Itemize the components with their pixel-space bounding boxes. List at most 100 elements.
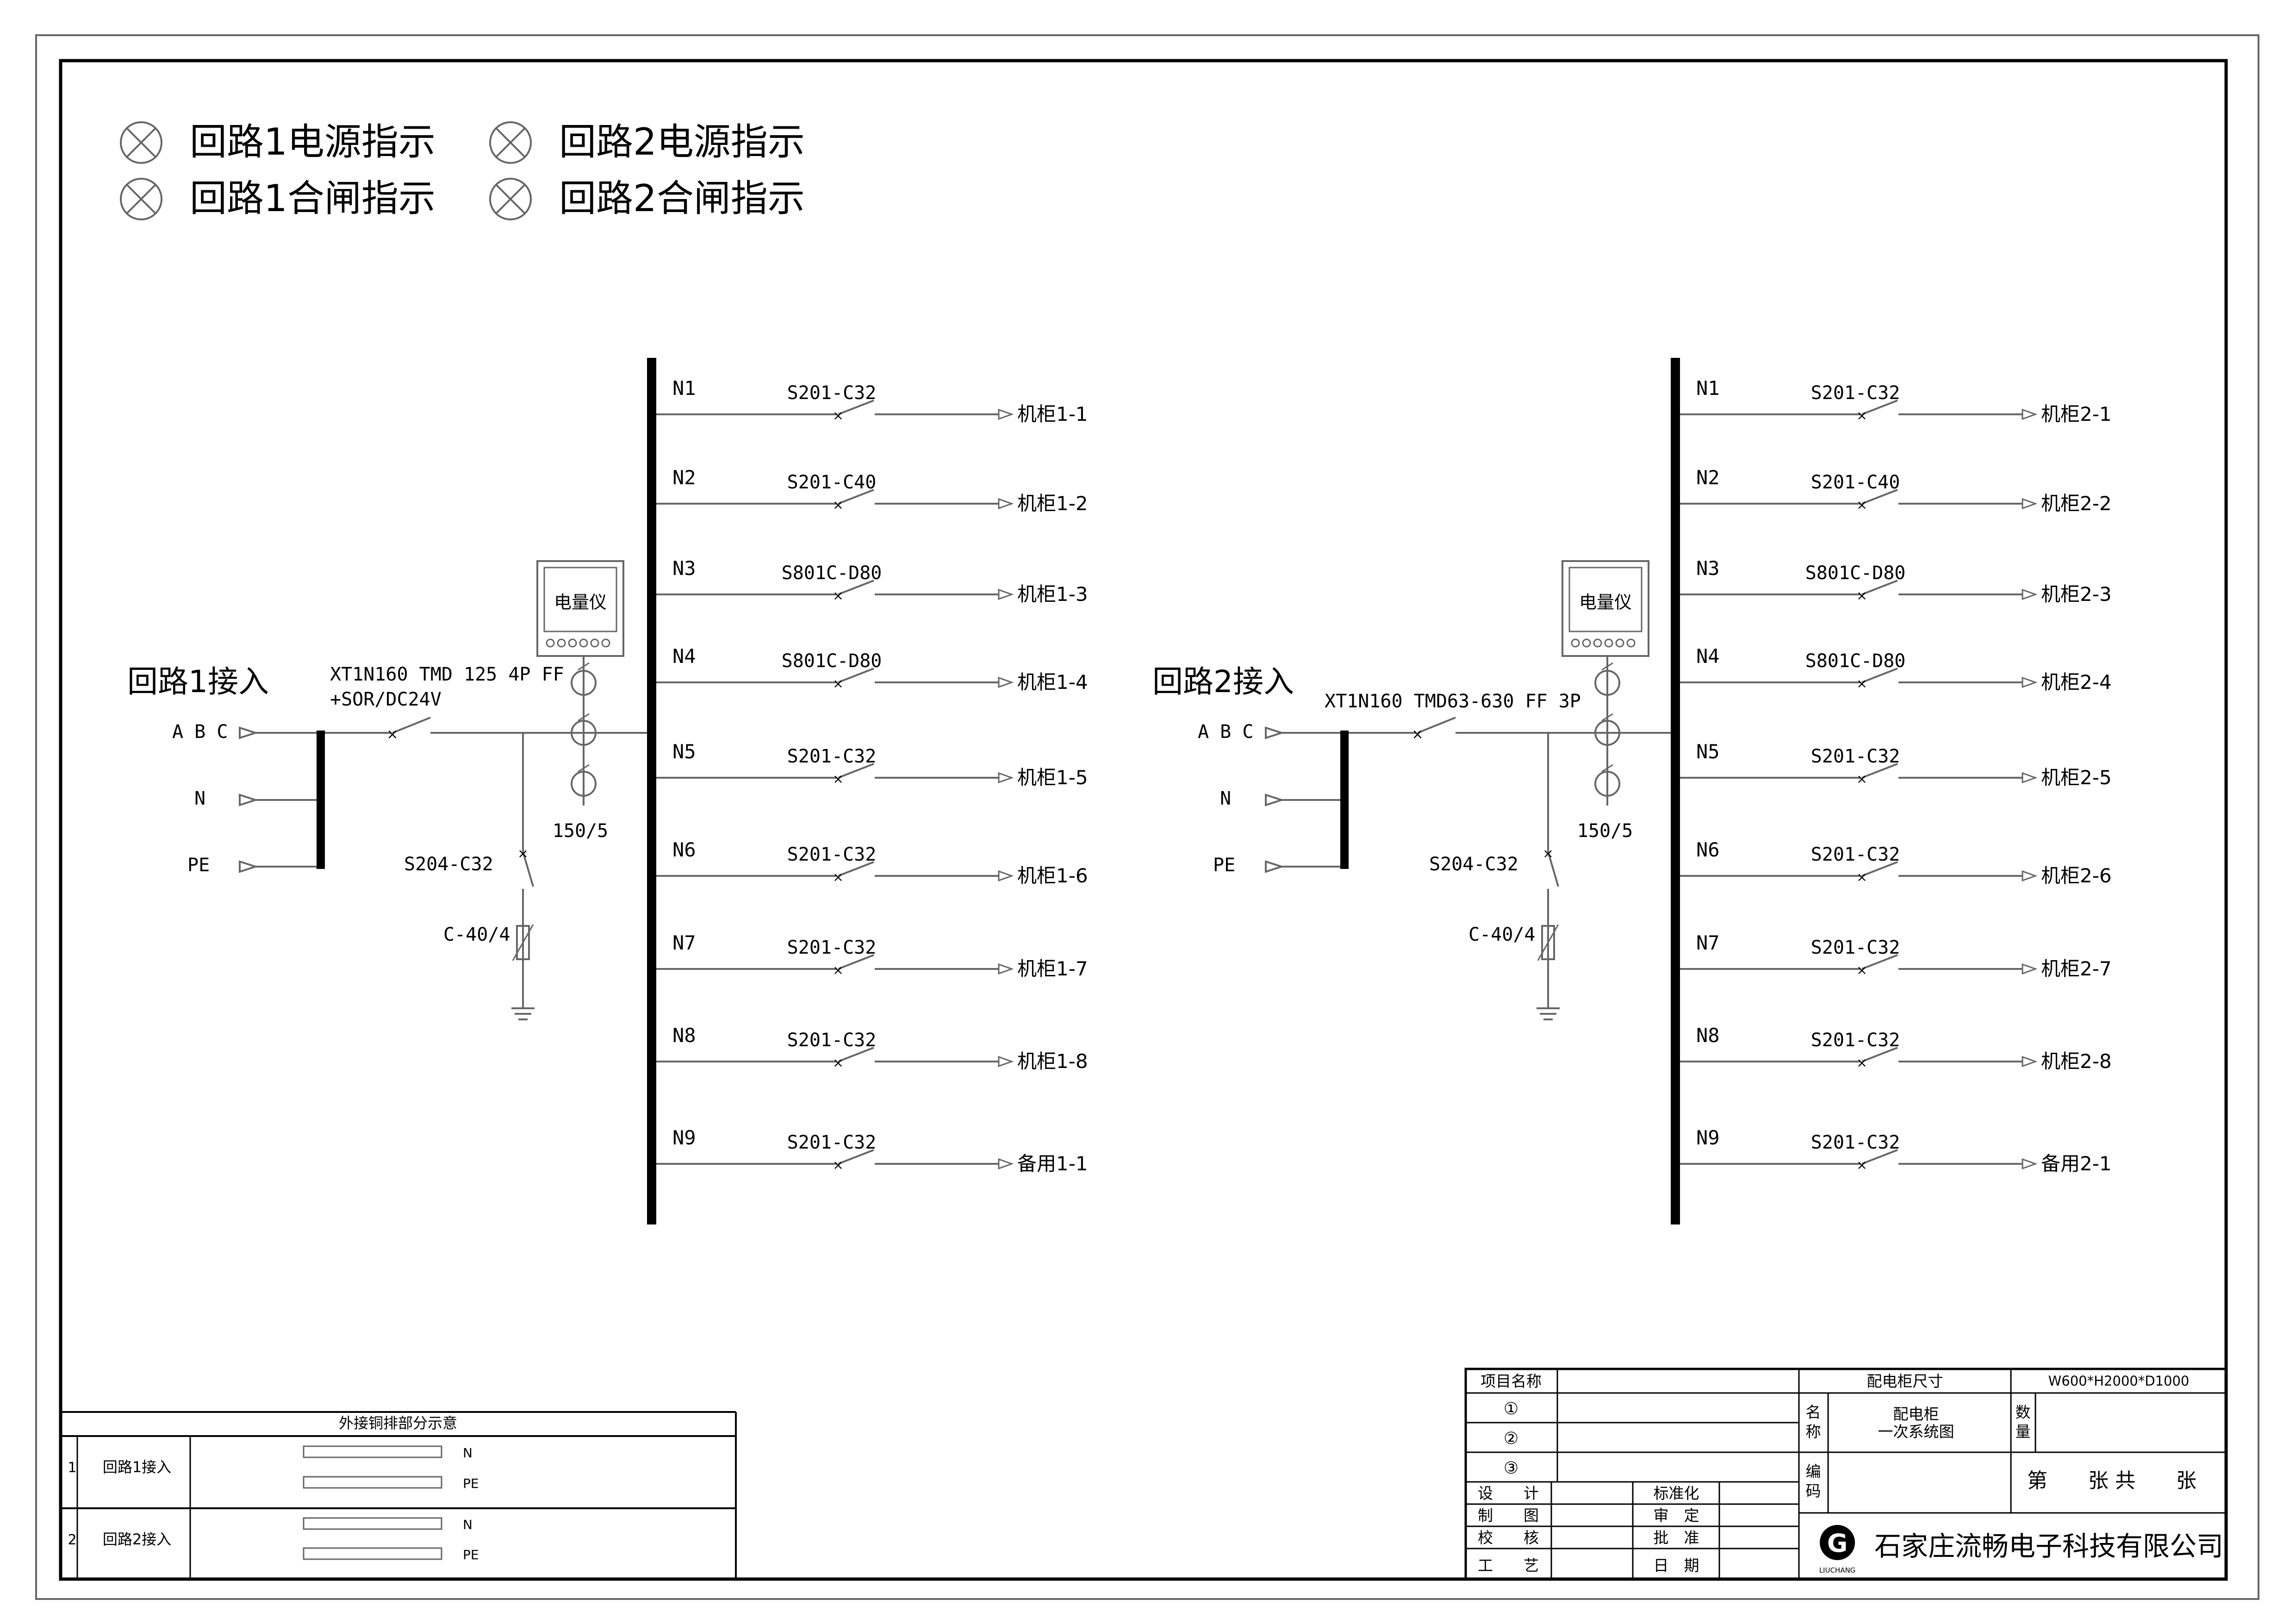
breaker-cross-icon: ×	[833, 962, 843, 978]
feeder-arrow-icon	[998, 498, 1014, 510]
copper-bar-label: N	[463, 1445, 473, 1461]
code-label: 编	[1806, 1462, 1821, 1480]
feeder-load-label: 备用1-1	[1017, 1152, 1088, 1175]
inner-border	[59, 59, 2228, 1581]
revision-mark: ②	[1504, 1429, 1518, 1448]
feeder-node-label: N2	[672, 466, 696, 489]
input-arrow-icon	[1265, 793, 1285, 806]
feeder-node-label: N2	[1696, 466, 1720, 489]
copper-table-title: 外接铜排部分示意	[339, 1414, 457, 1432]
breaker-cross-icon: ×	[1856, 771, 1867, 787]
feeder-load-label: 机柜2-2	[2041, 492, 2112, 515]
main-breaker-model: XT1N160 TMD63-630 FF 3P	[1325, 691, 1581, 712]
indicator-label: 回路2电源指示	[559, 120, 805, 163]
input-label-pe: PE	[187, 855, 210, 876]
breaker-cross-icon: ×	[833, 588, 843, 603]
feeder-node-label: N7	[1696, 931, 1720, 954]
feeder-breaker-blade	[1861, 1149, 1898, 1165]
meter-box	[1562, 560, 1649, 657]
outer-border	[35, 34, 2259, 1600]
breaker-cross-icon: ×	[1856, 962, 1867, 978]
feeder-breaker-blade	[838, 489, 874, 505]
indicator-lamp-icon	[489, 121, 532, 164]
feeder-load-label: 机柜1-1	[1017, 403, 1088, 425]
feeder-node-label: N3	[672, 557, 696, 580]
main-breaker: × XT1N160 TMD63-630 FF 3P	[1325, 691, 1581, 743]
spd-breaker-blade	[522, 851, 534, 887]
feeder-breaker-label: S201-C32	[787, 844, 877, 865]
ct-ratio-label: 150/5	[1577, 820, 1633, 842]
feeder-arrow-icon	[2022, 772, 2038, 784]
breaker-cross-icon: ×	[386, 726, 398, 743]
circuit-2: 回路2接入 A B C N PE × XT1N160 TMD63-630 FF …	[1152, 358, 2112, 1224]
circuit-title: 回路1接入	[127, 664, 269, 700]
company-name: 石家庄流畅电子科技有限公司	[1874, 1530, 2223, 1562]
feeder-arrow-icon	[998, 676, 1014, 688]
input-label-n: N	[194, 788, 205, 809]
feeder-arrow-icon	[2022, 588, 2038, 600]
breaker-cross-icon: ×	[517, 846, 528, 861]
meter-label: 电量仪	[554, 592, 607, 612]
feeder-node-label: N7	[672, 931, 696, 954]
breaker-cross-icon: ×	[833, 408, 843, 423]
cabinet-size-value: W600*H2000*D1000	[2048, 1373, 2190, 1389]
company-logo-icon: G LIUCHANG	[1819, 1525, 1855, 1574]
spd-arrow	[1537, 924, 1559, 961]
code-label: 码	[1806, 1482, 1821, 1500]
copper-row-name: 回路1接入	[103, 1458, 171, 1476]
breaker-blade	[392, 717, 431, 734]
feeder-breaker-blade	[838, 763, 874, 779]
feeder-breaker-label: S201-C32	[1811, 844, 1900, 865]
surge-protection: × S204-C32 C-40/4	[404, 733, 535, 1020]
feeder-breaker-label: S201-C32	[787, 937, 877, 958]
feeder-breaker-label: S201-C40	[787, 472, 877, 493]
role-label: 标准化	[1654, 1484, 1699, 1502]
feeder-branch: × N1 S201-C32 机柜1-1	[656, 377, 1088, 425]
indicator-lamp-icon	[120, 121, 162, 164]
copper-bar-label: PE	[463, 1476, 479, 1491]
feeder-load-label: 机柜1-4	[1017, 671, 1088, 693]
indicator-label: 回路1电源指示	[190, 120, 436, 163]
feeder-breaker-label: S201-C32	[787, 382, 877, 404]
role-label: 工 艺	[1478, 1556, 1539, 1574]
current-transformer-icon	[1594, 662, 1620, 797]
main-breaker-model: XT1N160 TMD 125 4P FF	[330, 664, 564, 685]
breaker-cross-icon: ×	[1856, 676, 1867, 691]
feeder-breaker-label: S201-C40	[1811, 472, 1900, 493]
breaker-blade	[1417, 717, 1456, 734]
main-breaker-accessory: +SOR/DC24V	[330, 689, 442, 710]
ground-icon	[1537, 1007, 1560, 1020]
feeder-breaker-label: S801C-D80	[782, 650, 882, 672]
meter-label: 电量仪	[1579, 592, 1632, 612]
feeder-breaker-blade	[1861, 580, 1898, 595]
revision-mark: ③	[1504, 1459, 1518, 1478]
spd-label: C-40/4	[443, 924, 510, 945]
role-label: 批 准	[1654, 1529, 1699, 1547]
feeder-node-label: N1	[672, 377, 696, 400]
input-arrow-icon	[239, 726, 259, 739]
copper-bar-label: N	[463, 1517, 473, 1532]
feeder-breaker-blade	[838, 954, 874, 970]
feeder-arrow-icon	[998, 870, 1014, 882]
feeder-breaker-label: S201-C32	[1811, 1030, 1900, 1051]
breaker-cross-icon: ×	[833, 497, 843, 512]
current-transformer-icon	[571, 662, 597, 797]
meter-screen	[543, 567, 617, 632]
feeder-node-label: N8	[1696, 1024, 1720, 1047]
feeder-breaker-label: S201-C32	[787, 1132, 877, 1153]
ct-ratio-label: 150/5	[553, 820, 608, 842]
input-label-abc: A B C	[172, 721, 228, 743]
power-meter: 电量仪 150/5	[1562, 560, 1649, 842]
meter-screen	[1568, 567, 1643, 632]
indicator-lamp-icon	[120, 178, 162, 220]
feeder-breaker-blade	[838, 580, 874, 595]
feeder-node-label: N1	[1696, 377, 1720, 400]
